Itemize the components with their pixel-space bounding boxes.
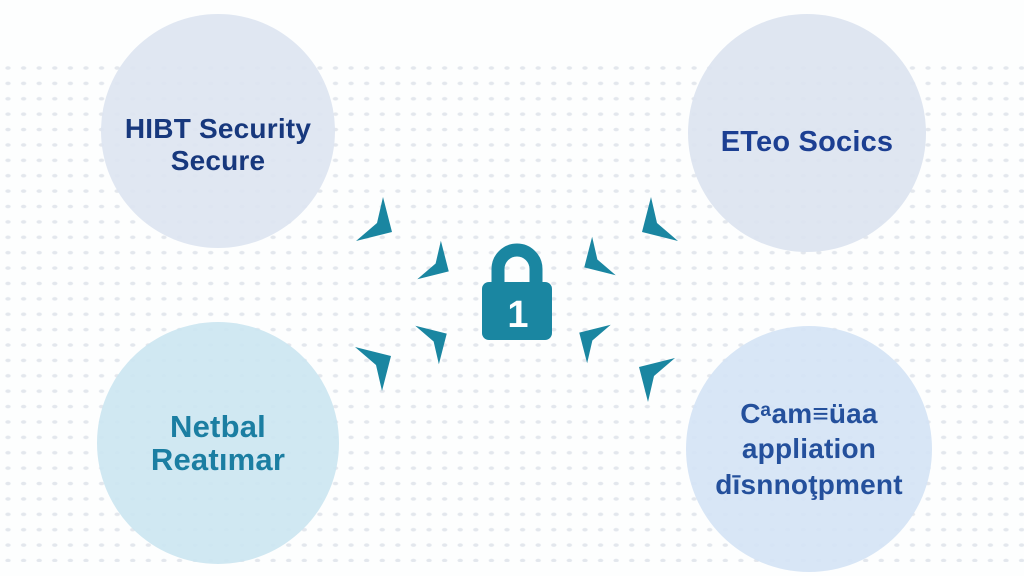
arrowhead-shape xyxy=(355,347,391,391)
node-bottom-right: Cᵃam≡üaa appliation dīsnnoţpment xyxy=(686,326,932,572)
arrowhead-shape xyxy=(417,240,449,280)
arrowhead-shape xyxy=(579,324,611,364)
node-label-line: appliation xyxy=(741,433,877,465)
arrowhead-icon xyxy=(639,358,675,402)
node-bottom-left-label: Netbal Reatımar xyxy=(150,408,286,477)
padlock-icon: 1 xyxy=(482,243,552,340)
arrowhead-icon xyxy=(579,324,611,364)
padlock-digit: 1 xyxy=(507,294,528,336)
arrowhead-icon xyxy=(356,197,392,241)
padlock-body xyxy=(482,282,552,340)
node-label-line: Netbal xyxy=(170,408,266,444)
node-top-right: ETeo Socics xyxy=(688,14,926,252)
arrowhead-icon xyxy=(584,236,616,276)
arrowhead-shape xyxy=(584,236,616,276)
node-bottom-left: Netbal Reatımar xyxy=(97,322,339,564)
arrowhead-icon xyxy=(417,240,449,280)
arrowhead-shape xyxy=(642,197,678,241)
arrowhead-shape xyxy=(356,197,392,241)
node-top-left-label: HIBT Security Secure xyxy=(125,113,311,178)
node-label-line: Secure xyxy=(170,145,266,176)
arrowhead-icon xyxy=(355,347,391,391)
padlock-shackle xyxy=(491,243,543,289)
node-label-line: ETeo Socics xyxy=(720,126,894,159)
node-top-left: HIBT Security Secure xyxy=(101,14,335,248)
node-bottom-right-label: Cᵃam≡üaa appliation dīsnnoţpment xyxy=(715,396,903,503)
node-top-right-label: ETeo Socics xyxy=(721,126,894,160)
arrowhead-icon xyxy=(642,197,678,241)
arrowhead-shape xyxy=(415,325,447,365)
node-label-line: HIBT Security xyxy=(124,112,312,144)
node-label-line: Reatımar xyxy=(150,442,286,477)
node-label-line: dīsnnoţpment xyxy=(715,468,903,500)
arrowhead-shape xyxy=(639,358,675,402)
node-label-line: Cᵃam≡üaa xyxy=(740,397,878,429)
arrowhead-icon xyxy=(415,325,447,365)
